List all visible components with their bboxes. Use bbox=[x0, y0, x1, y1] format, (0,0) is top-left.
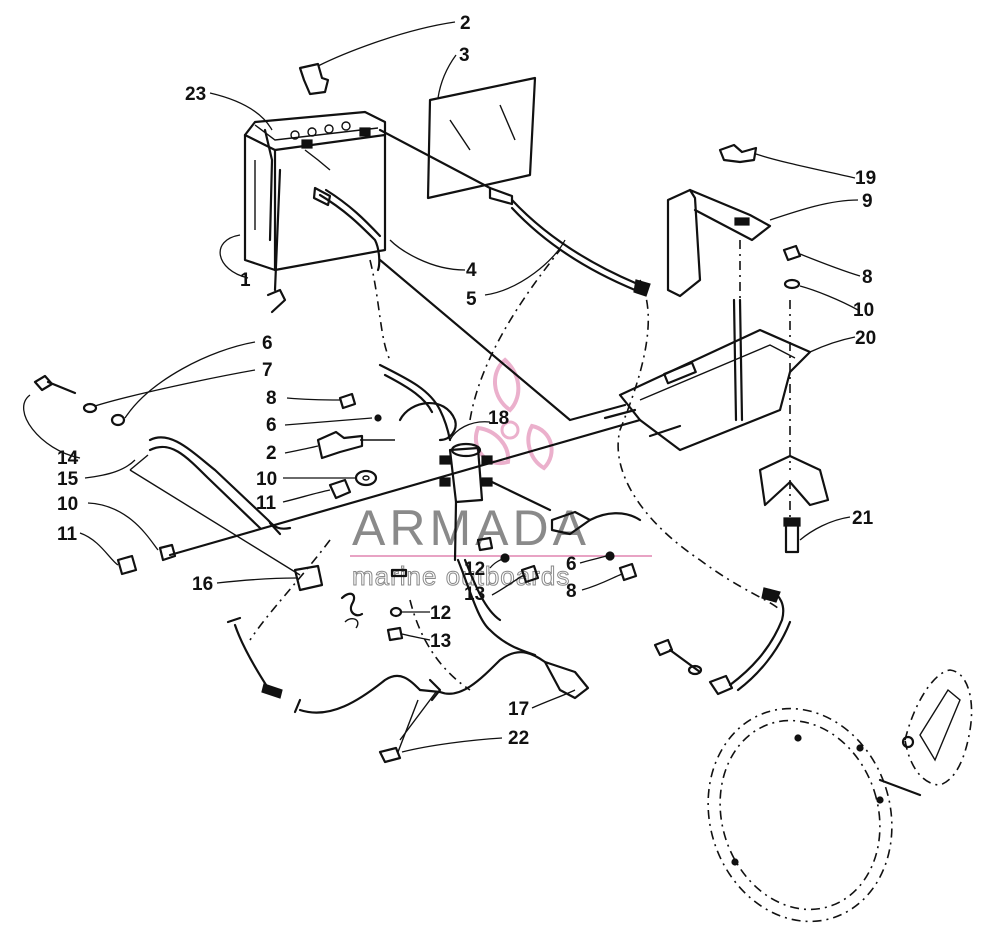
headlight-housing bbox=[878, 669, 973, 797]
battery-strap bbox=[263, 128, 274, 242]
armada-logo-icon bbox=[474, 357, 554, 471]
callout-11-left: 11 bbox=[57, 524, 78, 545]
callout-15: 15 bbox=[57, 469, 79, 490]
wiring-harness bbox=[226, 558, 590, 764]
callout-6-left: 6 bbox=[262, 333, 273, 354]
battery bbox=[243, 110, 387, 314]
callout-3: 3 bbox=[459, 45, 470, 66]
callout-8-upper-right: 8 bbox=[862, 267, 873, 288]
callout-10-left: 10 bbox=[57, 494, 78, 515]
grommet bbox=[293, 564, 324, 592]
watermark-brand: ARMADA bbox=[352, 500, 590, 556]
callout-22: 22 bbox=[508, 728, 529, 749]
terminal-cover-mid bbox=[316, 430, 395, 460]
tray bbox=[603, 298, 812, 452]
washer-10-mid bbox=[354, 469, 378, 487]
nut-6-left bbox=[110, 413, 126, 427]
terminal-cover-top bbox=[298, 62, 330, 96]
callout-12-right: 12 bbox=[464, 559, 485, 580]
callout-8-lower-right: 8 bbox=[566, 581, 577, 602]
callout-9: 9 bbox=[862, 191, 873, 212]
callout-23: 23 bbox=[185, 84, 206, 105]
callout-18: 18 bbox=[488, 408, 509, 429]
callout-13-low: 13 bbox=[430, 631, 451, 652]
nut-8-left bbox=[338, 392, 357, 410]
callout-8-left: 8 bbox=[266, 388, 277, 409]
callout-2-mid: 2 bbox=[266, 443, 277, 464]
mount-bracket-lower bbox=[758, 454, 830, 554]
solenoid-loop-wire bbox=[378, 363, 457, 442]
solenoid bbox=[439, 442, 493, 562]
callout-5: 5 bbox=[466, 289, 477, 310]
lower-cable bbox=[653, 587, 792, 696]
headlight-ring bbox=[707, 707, 893, 923]
battery-bracket bbox=[666, 188, 772, 298]
hardware-12-13-low bbox=[386, 568, 408, 642]
callout-1: 1 bbox=[240, 270, 251, 291]
ground-wire bbox=[378, 258, 627, 422]
callout-labels: 2 3 23 1 4 5 19 9 8 10 20 21 6 7 8 6 2 1… bbox=[57, 13, 876, 749]
callout-12-low: 12 bbox=[430, 603, 451, 624]
clip bbox=[340, 592, 364, 629]
washer-6-mid bbox=[374, 414, 382, 422]
nut-washer-upper-right bbox=[782, 244, 802, 290]
callout-4: 4 bbox=[466, 260, 477, 281]
callout-2-top: 2 bbox=[460, 13, 471, 34]
callout-21: 21 bbox=[852, 508, 874, 529]
callout-6-mid: 6 bbox=[266, 415, 277, 436]
hardware-left-low bbox=[116, 543, 177, 576]
callout-20: 20 bbox=[855, 328, 876, 349]
callout-6-right: 6 bbox=[566, 554, 577, 575]
bolt-left bbox=[33, 374, 77, 395]
battery-cover-pad bbox=[426, 76, 537, 200]
callout-13-right: 13 bbox=[464, 584, 485, 605]
negative-cable bbox=[378, 128, 651, 297]
dashed-guide-lines bbox=[249, 240, 791, 691]
callout-10-mid: 10 bbox=[256, 469, 277, 490]
wing-nut bbox=[718, 143, 758, 164]
callout-17: 17 bbox=[508, 699, 529, 720]
positive-cable bbox=[304, 149, 382, 272]
hold-down-rod bbox=[129, 436, 301, 576]
leader-lines bbox=[23, 21, 861, 753]
solenoid-cable bbox=[490, 480, 642, 536]
callout-14: 14 bbox=[57, 448, 79, 469]
callout-10-upper-right: 10 bbox=[853, 300, 874, 321]
callout-11-mid: 11 bbox=[256, 493, 277, 514]
callout-16: 16 bbox=[192, 574, 213, 595]
callout-7: 7 bbox=[262, 360, 273, 381]
nut-11-mid bbox=[328, 478, 352, 500]
callout-19: 19 bbox=[855, 168, 876, 189]
washer-7 bbox=[82, 402, 98, 414]
